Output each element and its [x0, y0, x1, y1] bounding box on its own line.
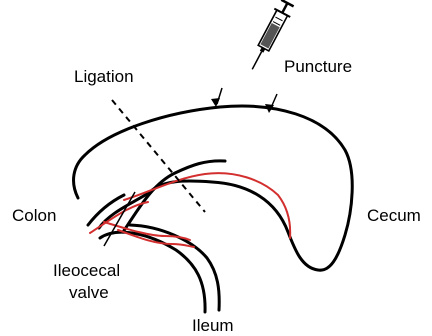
ligation-line	[112, 100, 205, 212]
ileocecal-valve-label-line1: Ileocecal	[53, 261, 120, 280]
cecum-label: Cecum	[367, 206, 421, 225]
colon-label: Colon	[12, 206, 56, 225]
ileocecal-valve-label-line2: valve	[69, 283, 109, 302]
puncture-label: Puncture	[284, 57, 352, 76]
ileum-label: Ileum	[192, 316, 234, 335]
cecum-inner-wall	[123, 161, 225, 232]
puncture-arrow-left	[211, 88, 222, 107]
ligation-label: Ligation	[74, 67, 134, 86]
cecum-outer-wall	[74, 106, 353, 270]
